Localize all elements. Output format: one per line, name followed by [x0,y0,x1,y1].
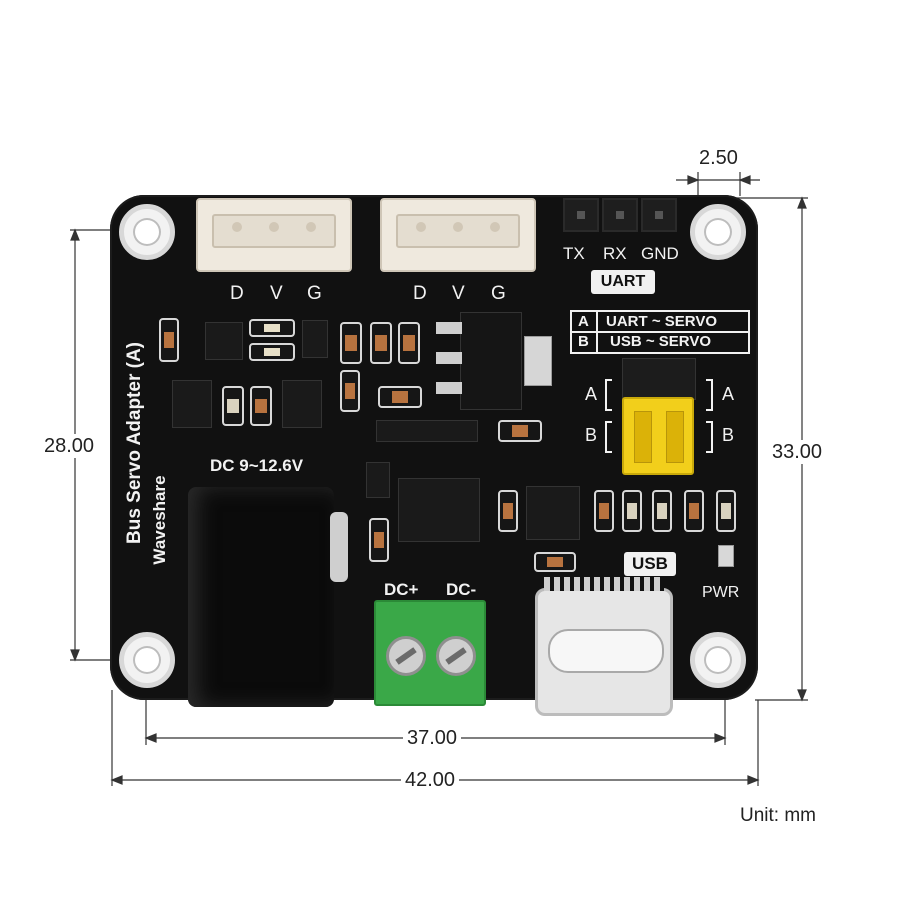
screw-terminal[interactable] [374,600,486,706]
capacitor [498,420,542,442]
jumper-left-a: A [585,384,598,404]
regulator-tab [524,336,552,386]
dim-pin-pitch: 2.50 [695,146,742,170]
dc-plus-label: DC+ [384,580,419,599]
capacitor [378,386,422,408]
regulator-pin [436,322,462,334]
capacitor [370,322,392,364]
capacitor [222,386,244,426]
pwr-label: PWR [702,584,740,601]
dc-input-label: DC 9~12.6V [210,456,304,475]
mount-hole-top-left [119,204,175,260]
led-ed2 [249,343,295,361]
dc-barrel-jack[interactable] [188,487,334,707]
capacitor [340,322,362,364]
dc-minus-label: DC- [446,580,477,599]
connector1-pin-d: D [230,283,244,304]
uart-label: UART [591,270,655,294]
capacitor [250,386,272,426]
pwr-led [718,545,734,567]
dim-left-height: 28.00 [40,434,99,458]
usb-label: USB [624,552,676,576]
board-name: Bus Servo Adapter (A) [124,342,145,544]
mode-b-key: B [578,333,589,350]
capacitor [398,322,420,364]
jumper-switch [622,397,694,475]
connector2-pin-g: G [491,283,506,304]
mode-b-desc: USB ~ SERVO [610,333,712,350]
dim-right-height: 33.00 [768,440,827,464]
connector1-pin-v: V [270,283,283,304]
header-pin-tx [563,198,599,232]
brand-name: Waveshare [150,475,169,565]
mount-hole-bottom-right [690,632,746,688]
mode-a-key: A [578,313,589,330]
resistor [369,518,389,562]
dim-inner-width: 37.00 [403,726,462,750]
dc-jack-side-tab [330,512,348,582]
transistor-q1 [205,322,243,360]
terminal-screw-minus[interactable] [436,636,476,676]
jumper-right-b: B [722,425,735,445]
connector1-pin-g: G [307,283,322,304]
mount-hole-bottom-left [119,632,175,688]
driver-ic [398,478,480,542]
header-label-tx: TX [563,244,585,263]
jumper-left-b: B [585,425,598,445]
capacitor [498,490,518,532]
mode-table: A UART ~ SERVO B USB ~ SERVO [570,310,750,354]
unit-label: Unit: mm [740,805,816,826]
usb-uart-chip [526,486,580,540]
regulator-pin [436,382,462,394]
voltage-regulator [460,312,522,410]
led-ed1 [249,319,295,337]
regulator-pin [436,352,462,364]
mode-a-desc: UART ~ SERVO [606,313,717,330]
usb-c-port[interactable] [535,577,673,716]
mosfet [172,380,212,428]
resistor [652,490,672,532]
capacitor [684,490,704,532]
connector2-pin-d: D [413,283,427,304]
terminal-screw-plus[interactable] [386,636,426,676]
header-label-rx: RX [603,244,627,263]
servo-connector-2 [380,198,536,272]
mosfet [282,380,322,428]
jumper-header-top [622,358,696,400]
transistor-q3 [366,462,390,498]
resistor [159,318,179,362]
connector2-pin-v: V [452,283,465,304]
header-pin-gnd [641,198,677,232]
capacitor [594,490,614,532]
resistor [622,490,642,532]
capacitor [340,370,360,412]
transistor-q2 [302,320,328,358]
servo-connector-1 [196,198,352,272]
resistor [716,490,736,532]
header-pin-rx [602,198,638,232]
dim-outer-width: 42.00 [401,768,460,792]
header-label-gnd: GND [641,244,679,263]
mount-hole-top-right [690,204,746,260]
capacitor [534,552,576,572]
jumper-right-a: A [722,384,735,404]
diode [376,420,478,442]
